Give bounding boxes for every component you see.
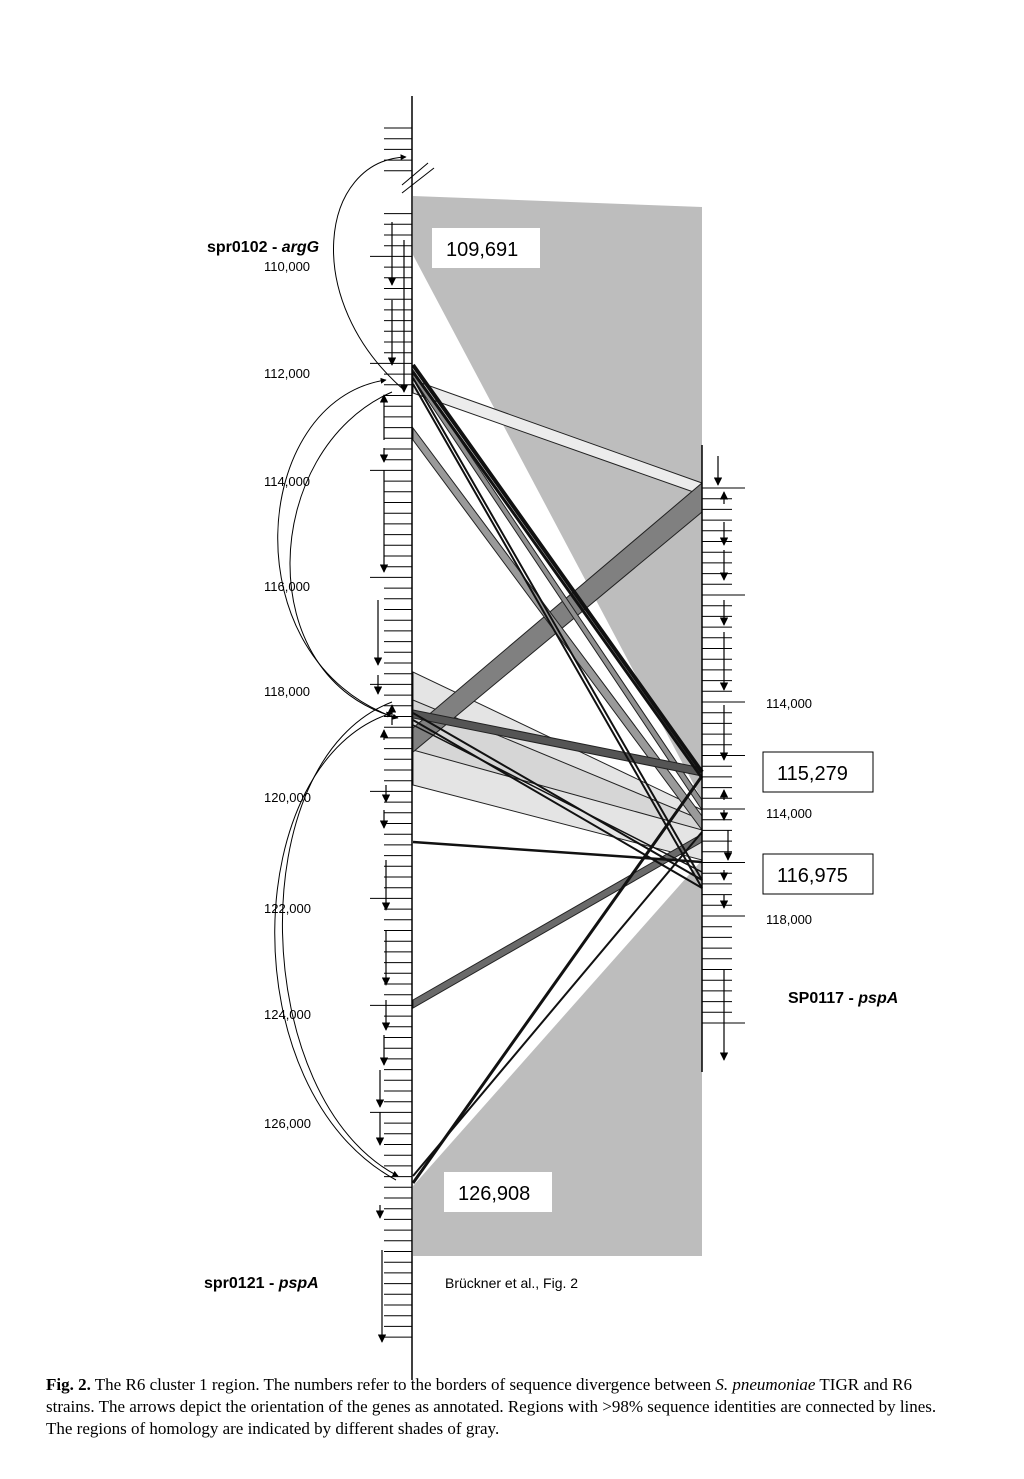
gene-label-argG: spr0102 - argG [207, 239, 319, 256]
left-tick-label: 116,000 [264, 579, 310, 594]
left-tick-label: 120,000 [264, 790, 311, 805]
left-tick-label: 118,000 [264, 684, 310, 699]
caption-text-2: TIGR and R6 strains. The arrows depict t… [46, 1375, 937, 1438]
divergence-box-115279: 115,279 [762, 751, 874, 793]
left-tick-label: 110,000 [264, 259, 310, 274]
box-label: 109,691 [446, 239, 518, 261]
divergence-box-109691: 109,691 [432, 228, 540, 268]
box-label: 126,908 [458, 1183, 530, 1205]
left-tick-label: 112,000 [264, 366, 310, 381]
caption-species: S. pneumoniae [715, 1375, 816, 1394]
right-tick-label: 114,000 [766, 696, 812, 711]
left-tick-label: 114,000 [264, 474, 310, 489]
curved-connectors [274, 154, 407, 1181]
box-label: 116,975 [777, 865, 848, 887]
caption-text-1: The R6 cluster 1 region. The numbers ref… [90, 1375, 716, 1394]
identity-lines [411, 363, 704, 1184]
box-label: 115,279 [777, 763, 848, 785]
axis-break-mark-1 [401, 162, 429, 186]
right-tick-label: 114,000 [766, 806, 812, 821]
left-tick-label: 124,000 [264, 1007, 311, 1022]
gene-label-spr0121: spr0121 - pspA [204, 1275, 319, 1292]
left-axis-ticks [370, 127, 412, 1338]
gene-label-SP0117: SP0117 - pspA [788, 990, 898, 1007]
caption-fig-number: Fig. 2. [46, 1375, 91, 1394]
right-tick-label: 118,000 [766, 912, 812, 927]
left-gene-arrows [373, 222, 409, 1343]
figure-credit: Brückner et al., Fig. 2 [445, 1275, 578, 1291]
axis-break-mark-2 [401, 167, 435, 194]
divergence-box-116975: 116,975 [762, 853, 874, 895]
right-gene-arrows [713, 456, 733, 1061]
divergence-wedge [413, 255, 702, 1186]
left-coordinate-labels: 110,000 112,000 114,000 116,000 118,000 … [264, 259, 311, 1131]
divergence-box-126908: 126,908 [444, 1172, 552, 1212]
left-tick-label: 122,000 [264, 901, 311, 916]
figure-caption: Fig. 2. The R6 cluster 1 region. The num… [46, 1374, 946, 1440]
left-tick-label: 126,000 [264, 1116, 311, 1131]
right-coordinate-labels: 114,000 114,000 118,000 [766, 696, 812, 927]
